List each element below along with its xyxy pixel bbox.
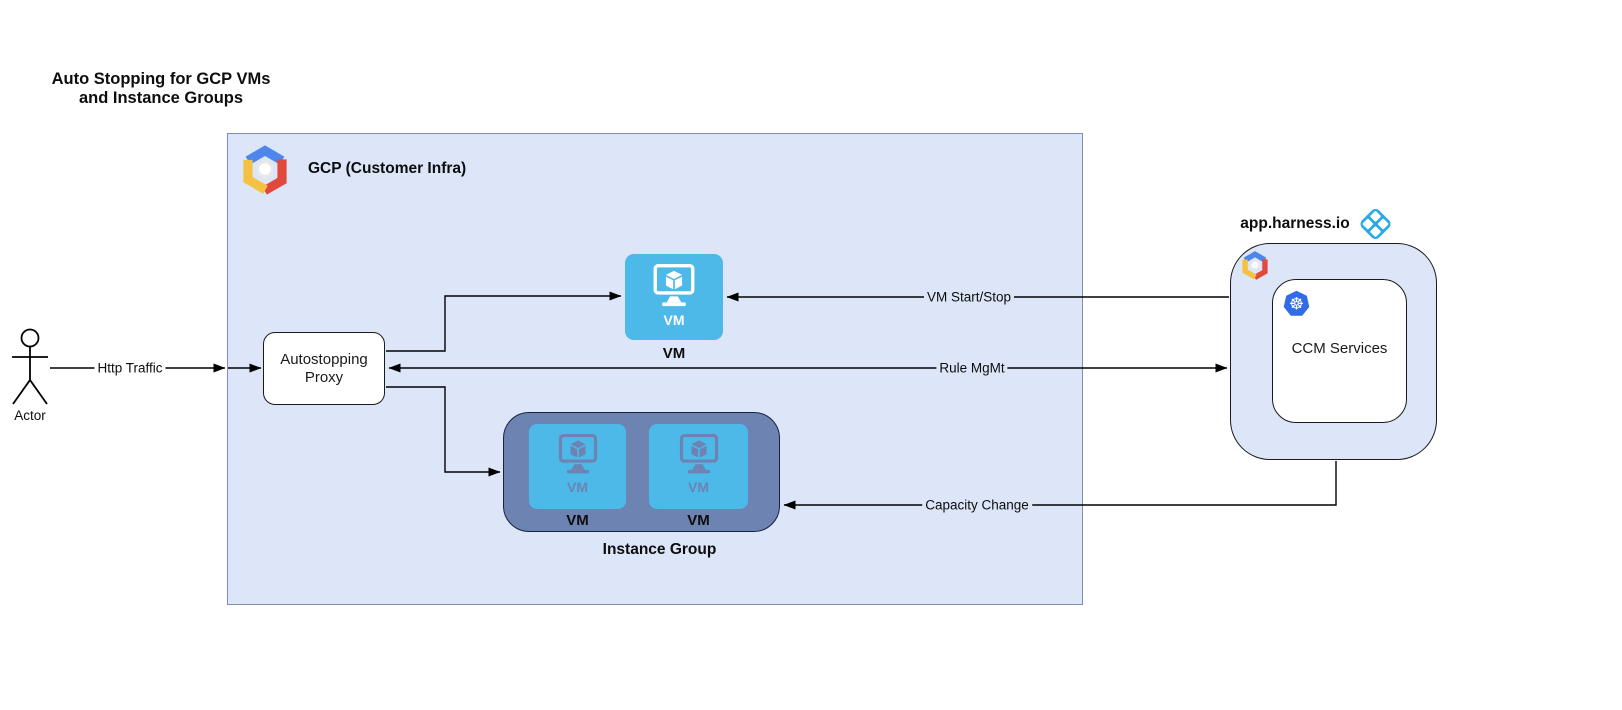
- proxy-label-line2: Proxy: [304, 368, 344, 386]
- instance-group-caption: Instance Group: [602, 541, 717, 558]
- instance-group-vm-2-caption: VM: [687, 512, 710, 529]
- autostopping-proxy-node: Autostopping Proxy: [263, 332, 385, 405]
- kubernetes-icon: ☸: [1283, 290, 1310, 316]
- gcp-container-label: GCP (Customer Infra): [308, 160, 467, 177]
- proxy-label-line1: Autostopping: [280, 350, 368, 368]
- edge-label-http-traffic: Http Traffic: [94, 360, 166, 376]
- mini-gcp-logo-icon: [1241, 251, 1269, 280]
- diagram-title: Auto Stopping for GCP VMs and Instance G…: [36, 70, 286, 108]
- harness-logo-icon: [1360, 209, 1391, 239]
- diagram-title-line1: Auto Stopping for GCP VMs: [51, 70, 271, 88]
- instance-group-vm-1: VM: [529, 424, 626, 509]
- gcp-logo-icon: [242, 145, 288, 195]
- vm-monitor-icon: [673, 434, 725, 477]
- vm-node: VM: [625, 254, 723, 340]
- vm-icon-text: VM: [663, 312, 685, 328]
- vm-monitor-icon: [646, 264, 702, 310]
- edge-label-rule-mgmt: Rule MgMt: [936, 360, 1008, 376]
- vm-icon-text: VM: [688, 479, 709, 495]
- ccm-services-box: [1272, 279, 1407, 423]
- instance-group-vm-1-caption: VM: [566, 512, 589, 529]
- edge-label-capacity-change: Capacity Change: [922, 497, 1032, 513]
- harness-domain-label: app.harness.io: [1240, 215, 1350, 232]
- diagram-title-line2: and Instance Groups: [78, 89, 244, 107]
- vm-monitor-icon: [552, 434, 604, 477]
- vm-caption: VM: [662, 345, 686, 362]
- svg-text:☸: ☸: [1289, 295, 1304, 315]
- vm-icon-text: VM: [567, 479, 588, 495]
- instance-group-node: VM VM VM VM: [503, 412, 780, 532]
- ccm-services-label: CCM Services: [1291, 340, 1388, 357]
- actor-icon: [12, 328, 48, 405]
- instance-group-vm-2: VM: [649, 424, 748, 509]
- edge-label-vm-start-stop: VM Start/Stop: [923, 289, 1015, 305]
- actor-caption: Actor: [14, 408, 46, 423]
